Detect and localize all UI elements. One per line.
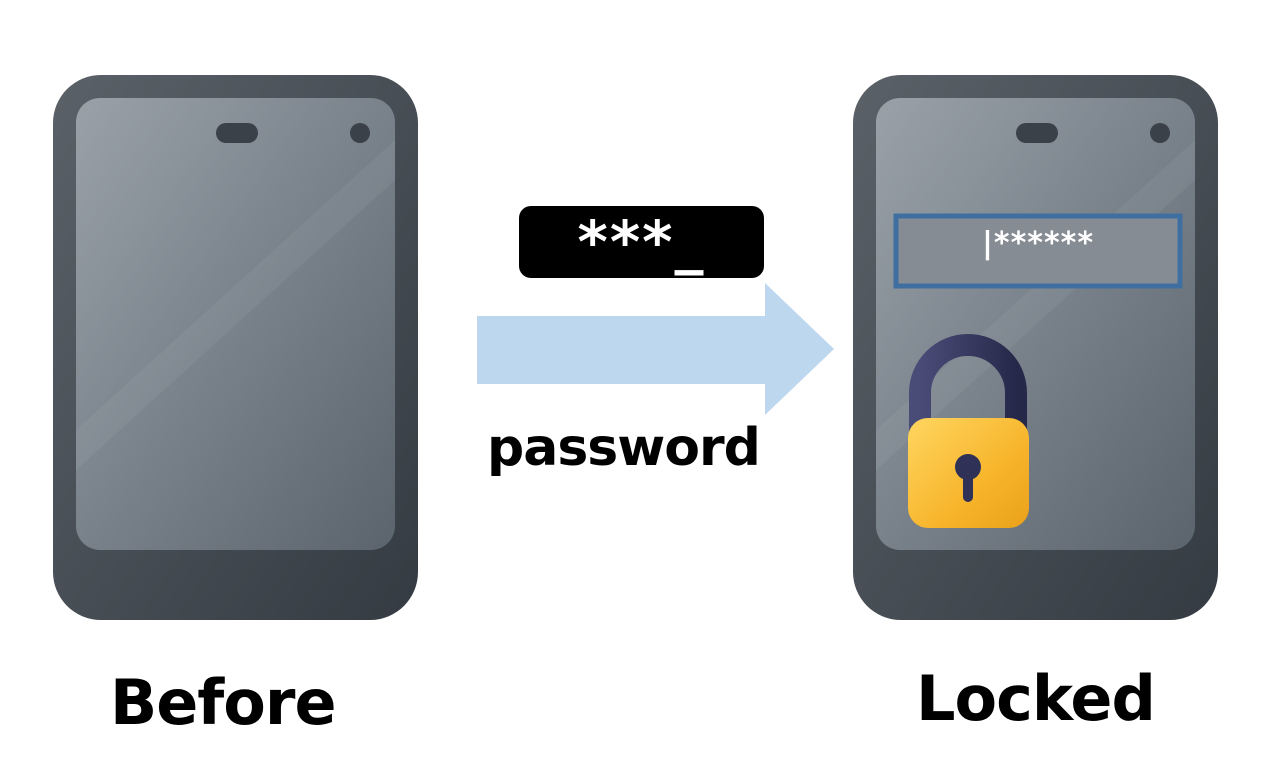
left-phone-screen xyxy=(76,98,395,550)
left-screen-glare xyxy=(76,140,395,470)
screen-password-field xyxy=(893,213,1183,289)
right-arrow-icon xyxy=(477,283,834,415)
right-smartphone-icon xyxy=(853,75,1218,620)
password-pill xyxy=(519,206,764,278)
padlock-icon xyxy=(908,334,1029,528)
before-label: Before xyxy=(110,666,337,739)
password-label: password xyxy=(487,418,761,478)
left-phone-camera xyxy=(350,123,370,143)
lock-shackle xyxy=(909,334,1027,449)
left-phone-speaker xyxy=(216,123,258,143)
locked-label: Locked xyxy=(916,662,1156,735)
lock-keyhole-slot xyxy=(963,470,973,502)
left-smartphone-icon xyxy=(53,75,418,620)
right-phone-camera xyxy=(1150,123,1170,143)
lock-keyhole xyxy=(955,454,981,480)
screen-password-field-text: |****** xyxy=(981,226,1095,261)
right-phone-speaker xyxy=(1016,123,1058,143)
password-pill-text: ***_ xyxy=(577,208,706,276)
